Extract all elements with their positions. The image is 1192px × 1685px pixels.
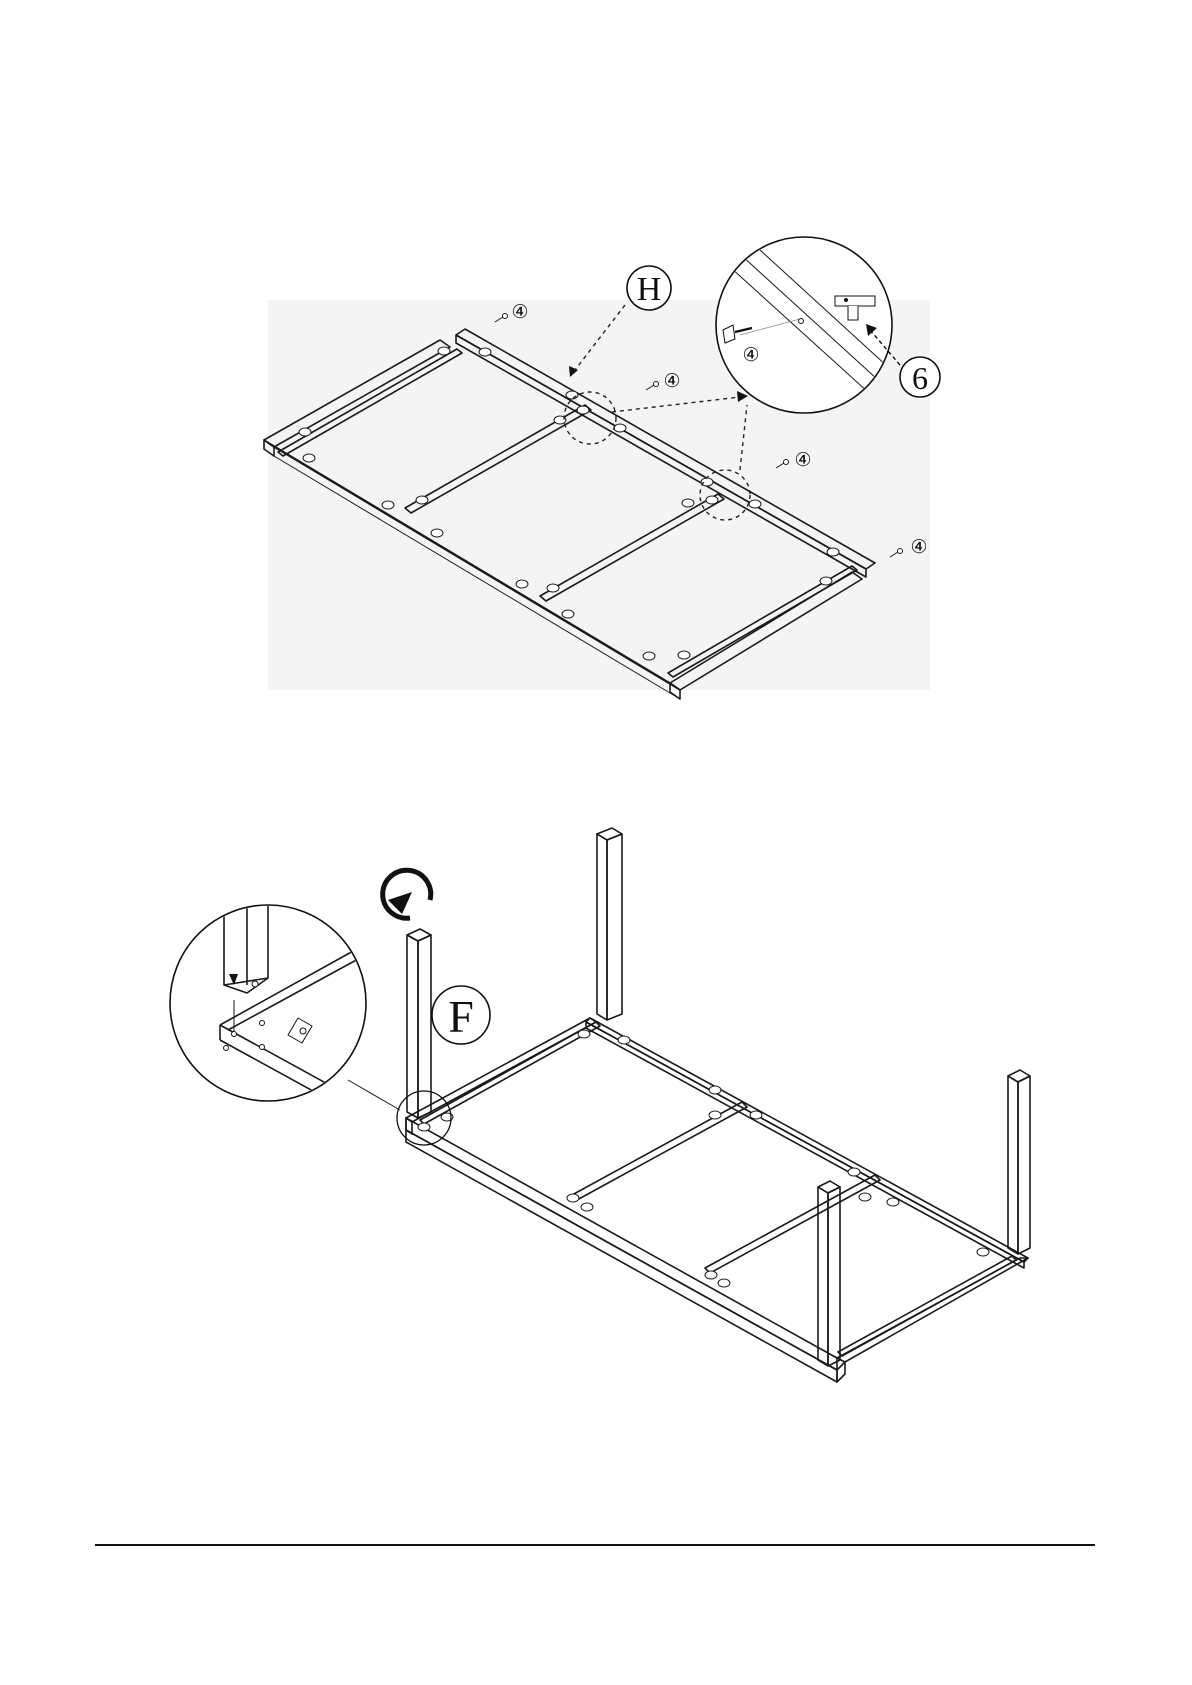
part-f-callout: F xyxy=(432,986,490,1044)
detail-hardware-label: ④ xyxy=(742,345,759,366)
part-h-callout: H xyxy=(627,266,671,310)
hardware-label-4: ④ xyxy=(910,537,927,558)
hardware-label-3: ④ xyxy=(794,450,811,471)
footer-divider xyxy=(95,1544,1095,1546)
rotate-clockwise-icon xyxy=(383,870,431,918)
hardware-label-2: ④ xyxy=(663,371,680,392)
bottom-frame-drawing xyxy=(348,828,1030,1382)
magnifier-callout-icon xyxy=(170,900,375,1125)
part-f-label: F xyxy=(448,991,474,1042)
part-6-label: 6 xyxy=(912,360,928,396)
corner-brackets xyxy=(418,1030,989,1287)
hardware-label-1: ④ xyxy=(511,302,528,323)
part-h-label: H xyxy=(637,271,662,308)
part-6-callout: 6 xyxy=(900,357,940,397)
